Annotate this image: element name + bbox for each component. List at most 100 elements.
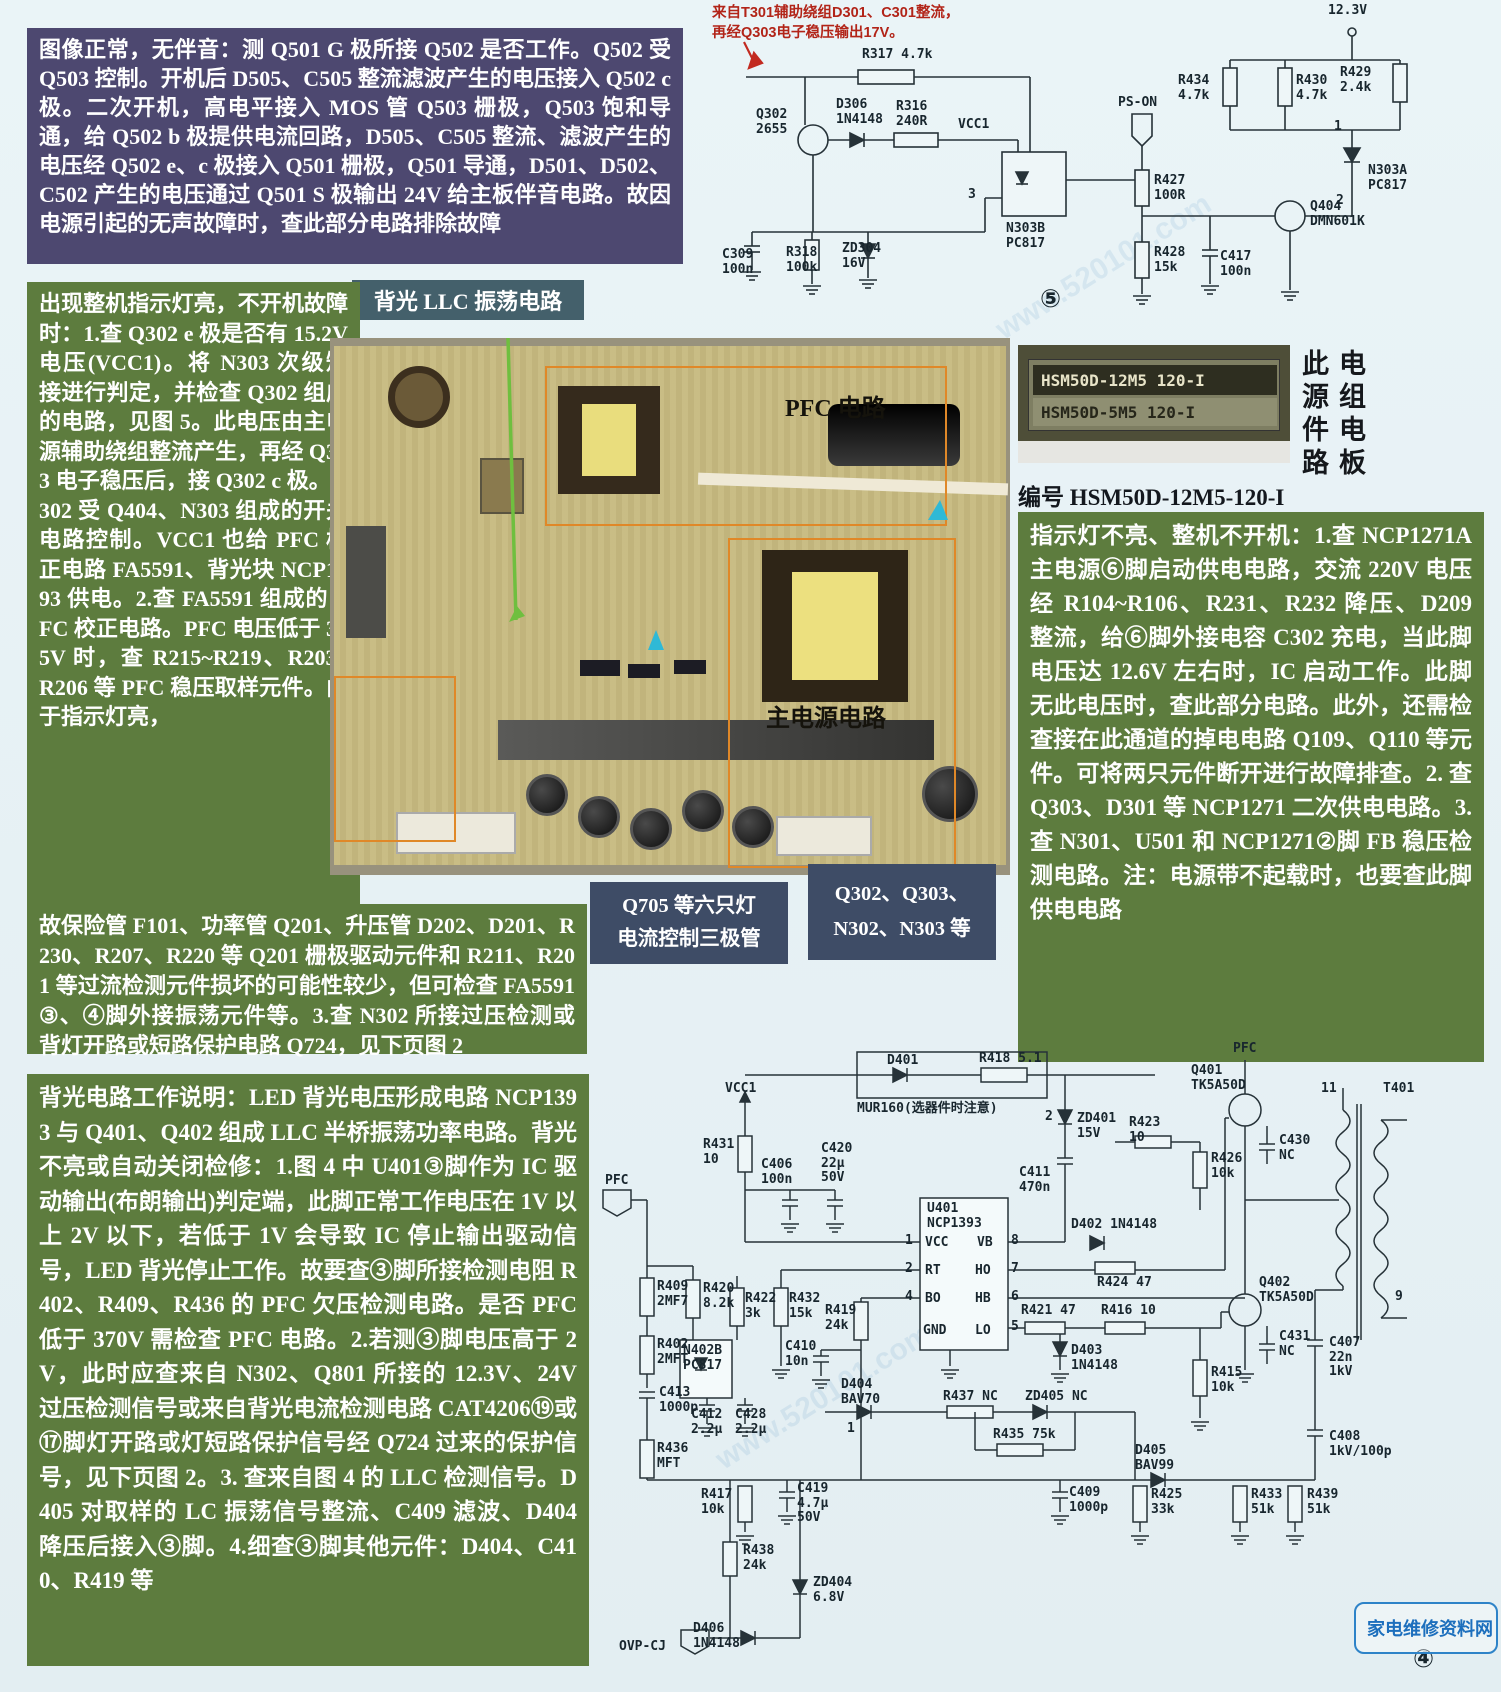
- component-label: R433 51k: [1251, 1487, 1283, 1517]
- toroid-inductor: [388, 366, 450, 428]
- component-label: R416 10: [1101, 1303, 1156, 1318]
- component-label: C420 22μ 50V: [821, 1141, 853, 1186]
- component-label: R419 24k: [825, 1303, 857, 1333]
- component-label: D401: [887, 1053, 919, 1068]
- component-label: R425 33k: [1151, 1487, 1183, 1517]
- component-label: R428 15k: [1154, 245, 1186, 275]
- component-label: T401: [1383, 1081, 1415, 1096]
- sticker-white-strip: [1018, 441, 1290, 463]
- component-label: N303B PC817: [1006, 221, 1046, 251]
- text-block-no-start-narrow: 出现整机指示灯亮，不开机故障时：1.查 Q302 e 极是否有 15.2V 电压…: [27, 282, 360, 904]
- component-label: R436 MFT: [657, 1441, 689, 1471]
- component-label: C407 22n 1kV: [1329, 1335, 1361, 1380]
- component-label: R415 10k: [1211, 1365, 1243, 1395]
- main-transformer: [762, 550, 908, 702]
- component-label: 9: [1395, 1289, 1403, 1304]
- component-label: 3: [968, 187, 976, 202]
- component-label: C431 NC: [1279, 1329, 1311, 1359]
- heatsink-vertical: [346, 526, 386, 638]
- component-label: R418 5.1: [979, 1051, 1042, 1066]
- component-label: D406 1N4148: [693, 1621, 740, 1651]
- component-label: R426 10k: [1211, 1151, 1243, 1181]
- electrolytic-capacitor: [630, 808, 672, 850]
- component-label: R435 75k: [993, 1427, 1056, 1442]
- label-main-power-circuit: 主电源电路: [766, 706, 886, 732]
- board-label-sticker-photo: HSM50D-12M5 120-I HSM50D-5M5 120-I: [1018, 345, 1290, 463]
- component-label: R432 15k: [789, 1291, 821, 1321]
- label-q705: Q705 等六只灯 电流控制三极管: [590, 882, 788, 964]
- component-label: R402 2MFT: [657, 1337, 689, 1367]
- text-block-no-start-wide: 故保险管 F101、功率管 Q201、升压管 D202、D201、R230、R2…: [27, 904, 587, 1058]
- component-label: BO: [925, 1291, 941, 1306]
- component-label: Q404 DMN601K: [1310, 199, 1365, 229]
- board-number: 编号 HSM50D-12M5-120-I: [1018, 485, 1285, 510]
- component-label: Q402 TK5A50D: [1259, 1275, 1314, 1305]
- component-label: R427 100R: [1154, 173, 1186, 203]
- label-q302: Q302、Q303、 N302、N303 等: [808, 864, 996, 960]
- component-label: C430 NC: [1279, 1133, 1311, 1163]
- sticker-model-text2: HSM50D-5M5 120-I: [1041, 402, 1196, 422]
- component-label: 1: [905, 1233, 913, 1248]
- component-label: C410 10n: [785, 1339, 817, 1369]
- component-label: 1: [847, 1421, 855, 1436]
- component-label: Q401 TK5A50D: [1191, 1063, 1246, 1093]
- component-label: PFC: [1233, 1041, 1257, 1056]
- component-label: R429 2.4k: [1340, 65, 1372, 95]
- sticker-model-row1: HSM50D-12M5 120-I: [1033, 365, 1277, 395]
- ic-chip: [674, 660, 706, 674]
- circuit-board-photo: PFC 电路 主电源电路: [330, 338, 1010, 875]
- component-label: N303A PC817: [1368, 163, 1408, 193]
- ic-chip: [628, 664, 660, 678]
- component-label: R420 8.2k: [703, 1281, 735, 1311]
- sticker-plate: HSM50D-12M5 120-I HSM50D-5M5 120-I: [1028, 359, 1280, 431]
- component-label: R317 4.7k: [862, 47, 933, 62]
- electrolytic-capacitor: [682, 790, 724, 832]
- component-label: Q302 2655: [756, 107, 788, 137]
- component-label: C406 100n: [761, 1157, 793, 1187]
- component-label: C417 100n: [1220, 249, 1252, 279]
- component-label: R424 47: [1097, 1275, 1152, 1290]
- component-label: R318 100k: [786, 245, 818, 275]
- component-label: R423 10: [1129, 1115, 1161, 1145]
- component-label: 1: [1334, 119, 1342, 134]
- component-label: PS-ON: [1118, 95, 1158, 110]
- text-block-audio-fault: 图像正常，无伴音：测 Q501 G 极所接 Q502 是否工作。Q502 受 Q…: [27, 28, 683, 264]
- component-label: C419 4.7μ 50V: [797, 1481, 829, 1526]
- component-label: C428 2.2μ: [735, 1407, 767, 1437]
- electrolytic-capacitor: [922, 766, 978, 822]
- component-label: R439 51k: [1307, 1487, 1339, 1517]
- white-connector: [776, 816, 872, 856]
- component-label: C412 2.2μ: [691, 1407, 723, 1437]
- component-label: R438 24k: [743, 1543, 775, 1573]
- board-caption-vertical: 此电源组件电路板: [1302, 349, 1376, 478]
- component-label: 5: [1011, 1319, 1019, 1334]
- heatsink-horizontal: [498, 720, 934, 760]
- component-label: 8: [1011, 1233, 1019, 1248]
- component-label: R434 4.7k: [1178, 73, 1210, 103]
- electrolytic-capacitor: [526, 774, 568, 816]
- component-label: 4: [905, 1289, 913, 1304]
- photo-annotation-arrows: [506, 338, 948, 650]
- component-label: 2: [905, 1261, 913, 1276]
- label-backlight-llc: 背光 LLC 振荡电路: [352, 280, 584, 320]
- electrolytic-capacitor: [732, 806, 774, 848]
- component-label: D403 1N4148: [1071, 1343, 1118, 1373]
- component-label: OVP-CJ: [619, 1639, 666, 1654]
- figure-number-5: ⑤: [1040, 284, 1062, 313]
- component-label: R409 2MF7: [657, 1279, 689, 1309]
- component-label: VB: [977, 1235, 993, 1250]
- component-label: RT: [925, 1263, 941, 1278]
- left-region-outline: [334, 676, 456, 842]
- component-label: ZD401 15V: [1077, 1111, 1117, 1141]
- component-label: 11: [1321, 1081, 1337, 1096]
- component-label: D405 BAV99: [1135, 1443, 1175, 1473]
- component-label: HB: [975, 1291, 991, 1306]
- schematic-wiring: [742, 27, 1408, 305]
- component-label: MUR160(选器件时注意): [857, 1101, 998, 1116]
- schematic-figure-5: 来自T301辅助绕组D301、C301整流， 再经Q303电子稳压输出17V。 …: [700, 2, 1500, 340]
- component-label: R316 240R: [896, 99, 928, 129]
- component-label: D306 1N4148: [836, 97, 883, 127]
- sticker-model-row2: HSM50D-5M5 120-I: [1033, 398, 1277, 426]
